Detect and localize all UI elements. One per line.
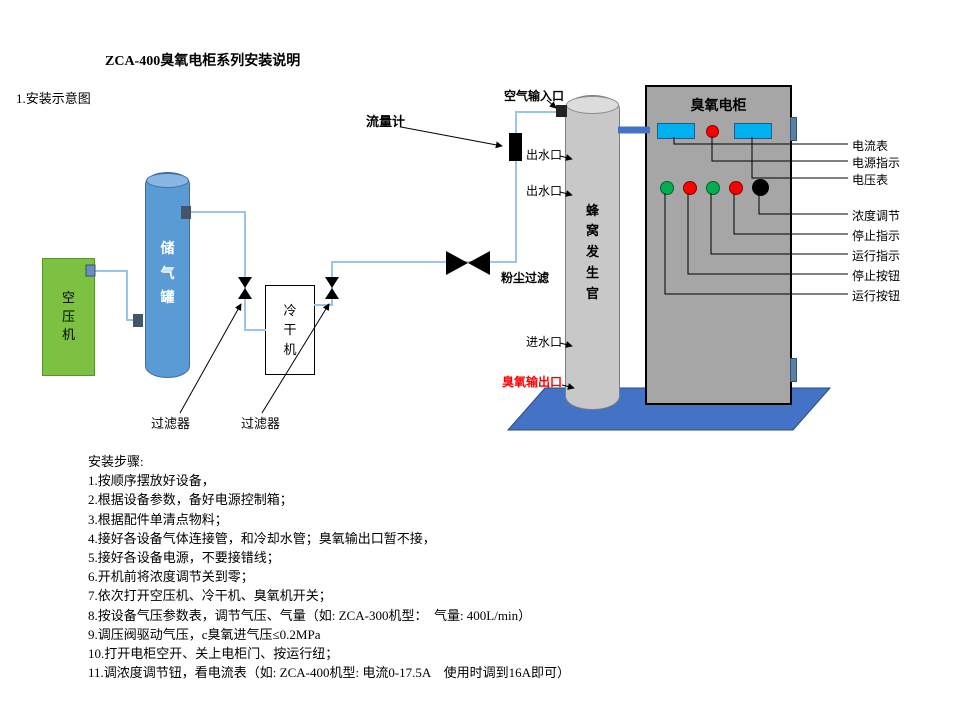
- callout-concentration-knob: 浓度调节: [852, 209, 901, 223]
- air-compressor-box: 空压机: [42, 258, 95, 376]
- step-item: 6.开机前将浓度调节关到零；: [88, 569, 254, 585]
- step-item: 11.调浓度调节钮，看电流表（如: ZCA-400机型: 电流0-17.5A 使…: [88, 665, 570, 681]
- honeycomb-generator-label: 蜂窝发生官: [585, 202, 599, 301]
- flow-meter-label: 流量计: [366, 114, 406, 129]
- cold-dryer-label: 冷干机: [283, 302, 297, 357]
- ozone-outlet-label: 臭氧输出口: [502, 375, 563, 389]
- water-inlet-label: 进水口: [526, 335, 563, 349]
- step-item: 5.接好各设备电源，不要接错线；: [88, 550, 280, 566]
- filter-left-label: 过滤器: [151, 416, 191, 431]
- step-item: 3.根据配件单清点物料；: [88, 511, 228, 527]
- callout-run-indicator: 运行指示: [852, 249, 901, 263]
- callout-stop-indicator: 停止指示: [852, 229, 901, 243]
- step-item: 7.依次打开空压机、冷干机、臭氧机开关；: [88, 588, 332, 604]
- cabinet-hinge-top: [790, 117, 797, 141]
- callout-run-button: 运行按钮: [852, 289, 901, 303]
- callout-ammeter: 电流表: [852, 139, 889, 153]
- dust-filter-icon: [446, 251, 490, 275]
- pipe-compressor-to-tank: [95, 270, 135, 321]
- cold-dryer-box: 冷干机: [265, 285, 315, 375]
- filter-valve-left-icon: [238, 277, 252, 299]
- stop-indicator-light: [729, 181, 743, 195]
- section-label: 1.安装示意图: [16, 91, 91, 106]
- ozone-cabinet-title: 臭氧电柜: [690, 99, 747, 114]
- callout-stop-button: 停止按钮: [852, 269, 901, 283]
- ammeter-display: [657, 123, 695, 139]
- concentration-knob: [752, 179, 769, 196]
- step-item: 8.按设备气压参数表，调节气压、气量（如: ZCA-300机型： 气量: 400…: [88, 607, 532, 623]
- step-item: 9.调压阀驱动气压，c臭氧进气压≤0.2MPa: [88, 626, 321, 642]
- callout-power-indicator: 电源指示: [852, 156, 901, 170]
- doc-title: ZCA-400臭氧电柜系列安装说明: [105, 54, 301, 69]
- honeycomb-generator-cap: [566, 96, 619, 114]
- water-outlet-bottom-label: 出水口: [526, 184, 563, 198]
- air-compressor-label: 空压机: [61, 289, 75, 343]
- run-indicator-light: [706, 181, 720, 195]
- voltmeter-display: [734, 123, 772, 139]
- dust-filter-label: 粉尘过滤: [501, 271, 550, 285]
- air-input-label: 空气输入口: [504, 89, 565, 103]
- step-item: 4.接好各设备气体连接管，和冷却水管；臭氧输出口暂不接，: [88, 530, 436, 546]
- cabinet-hinge-bottom: [790, 358, 797, 382]
- gas-storage-tank: 储气罐: [145, 172, 190, 378]
- water-outlet-top-label: 出水口: [526, 148, 563, 162]
- installation-steps: 安装步骤: 1.按顺序摆放好设备， 2.根据设备参数，备好电源控制箱； 3.根据…: [88, 452, 570, 682]
- run-button: [660, 181, 674, 195]
- callout-voltmeter: 电压表: [852, 173, 889, 187]
- gas-storage-tank-label: 储气罐: [160, 242, 175, 307]
- gas-storage-tank-cap: [146, 173, 189, 188]
- honeycomb-generator-cylinder: 蜂窝发生官: [565, 95, 620, 410]
- flow-meter-device: [509, 133, 522, 161]
- filter-right-label: 过滤器: [241, 416, 281, 431]
- steps-heading: 安装步骤:: [88, 454, 144, 469]
- flow-meter-arrow: [400, 126, 503, 149]
- step-item: 2.根据设备参数，备好电源控制箱；: [88, 492, 293, 508]
- power-indicator-light: [706, 125, 719, 138]
- ozone-cabinet: 臭氧电柜: [645, 85, 797, 405]
- step-item: 1.按顺序摆放好设备，: [88, 473, 215, 489]
- stop-button: [683, 181, 697, 195]
- filter-valve-right-icon: [325, 277, 339, 299]
- pipe-tank-to-dryer: [191, 211, 266, 331]
- tank-inlet-port: [133, 314, 143, 327]
- step-item: 10.打开电柜空开、关上电柜门、按运行纽；: [88, 646, 339, 662]
